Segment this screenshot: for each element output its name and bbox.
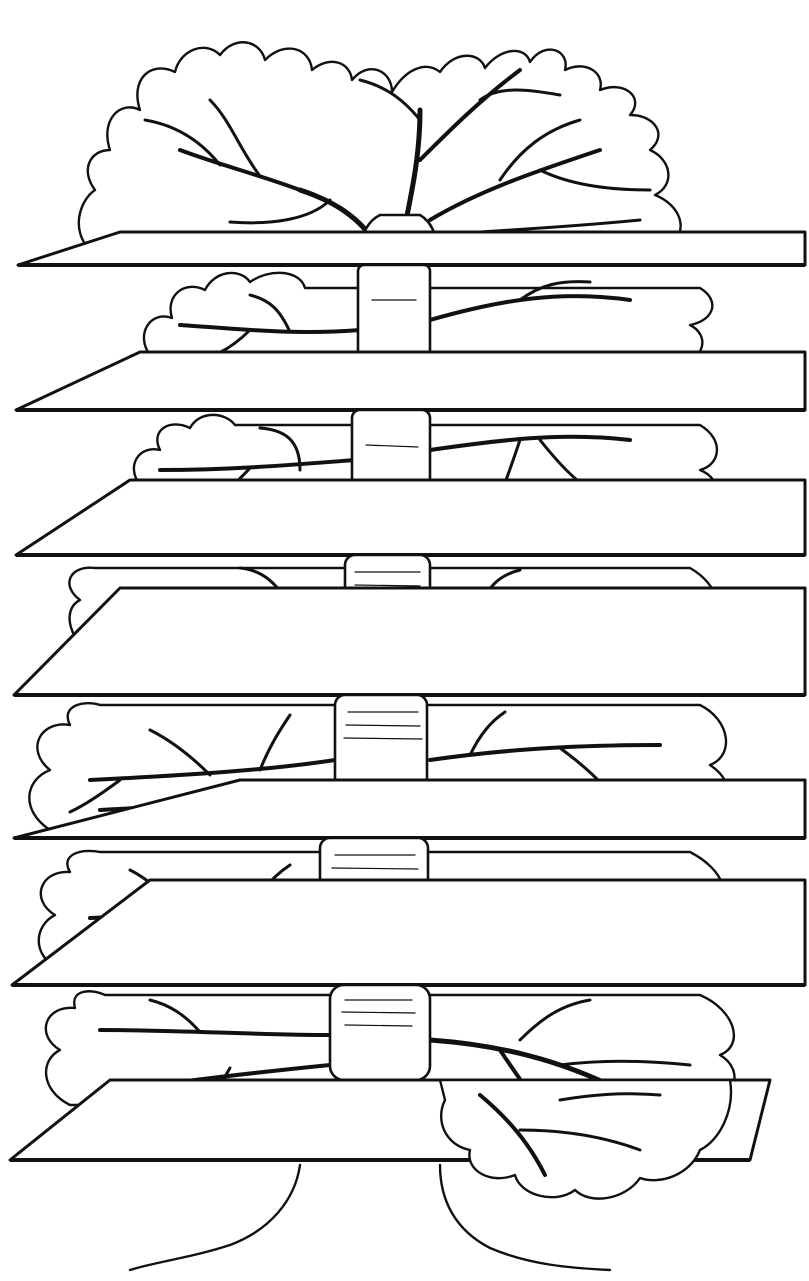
plane-2 <box>16 352 805 410</box>
plane-6 <box>12 880 805 985</box>
slice-7 <box>10 1080 770 1199</box>
plane-4 <box>14 588 805 695</box>
plane-3 <box>16 480 805 555</box>
plane-1 <box>18 232 805 265</box>
top-crown <box>79 42 681 250</box>
root-left <box>130 1165 300 1270</box>
trunk-segment-6 <box>330 985 430 1080</box>
